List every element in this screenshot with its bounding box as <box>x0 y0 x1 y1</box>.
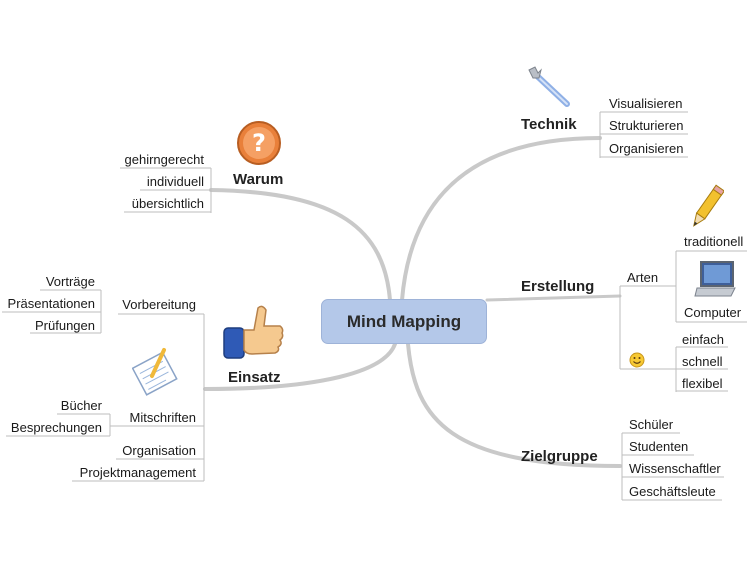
leaf-einfach[interactable]: einfach <box>682 332 724 347</box>
leaf-schnell[interactable]: schnell <box>682 354 723 369</box>
leaf-uebersichtlich[interactable]: übersichtlich <box>131 196 204 211</box>
branch-line-technik <box>400 136 602 302</box>
leaf-organisieren[interactable]: Organisieren <box>609 141 684 156</box>
leaf-computer[interactable]: Computer <box>684 305 742 320</box>
leaf-visualisieren[interactable]: Visualisieren <box>609 96 683 111</box>
question-icon: ? <box>236 120 282 171</box>
branch-line-einsatz <box>203 342 397 391</box>
leaf-projektmanagement[interactable]: Projektmanagement <box>79 465 196 480</box>
leaf-organisation[interactable]: Organisation <box>122 443 196 458</box>
leaf-individuell[interactable]: individuell <box>146 174 204 189</box>
leaf-vortraege[interactable]: Vorträge <box>45 274 95 289</box>
pencil-icon <box>690 182 725 237</box>
wrench-icon <box>525 66 573 117</box>
leaf-besprechungen[interactable]: Besprechungen <box>10 420 102 435</box>
notepad-icon <box>131 346 184 401</box>
topic-erstellung[interactable]: Erstellung <box>521 278 595 295</box>
topic-einsatz[interactable]: Einsatz <box>228 369 281 386</box>
leaf-traditionell[interactable]: traditionell <box>684 234 744 249</box>
leaf-geschaeftsleute[interactable]: Geschäftsleute <box>629 484 716 499</box>
topic-zielgruppe[interactable]: Zielgruppe <box>521 448 598 465</box>
leaf-gehirngerecht[interactable]: gehirngerecht <box>124 152 205 167</box>
branch-line-zielgruppe <box>406 342 622 468</box>
topic-technik[interactable]: Technik <box>521 116 577 133</box>
svg-text:?: ? <box>252 129 266 157</box>
leaf-buecher[interactable]: Bücher <box>60 398 102 413</box>
leaf-praesentationen[interactable]: Präsentationen <box>7 296 95 311</box>
laptop-icon <box>693 258 737 307</box>
leaf-pruefungen[interactable]: Prüfungen <box>35 318 95 333</box>
center-topic[interactable]: Mind Mapping <box>321 299 487 344</box>
branch-line-warum <box>209 188 392 302</box>
leaf-wissenschaftler[interactable]: Wissenschaftler <box>629 461 721 476</box>
thumbs-up-icon <box>222 302 286 369</box>
subtopic-arten[interactable]: Arten <box>627 270 659 285</box>
branch-line-erstellung <box>485 294 622 302</box>
leaf-studenten[interactable]: Studenten <box>629 439 689 454</box>
leaf-flexibel[interactable]: flexibel <box>682 376 723 391</box>
subtopic-mitschriften[interactable]: Mitschriften <box>129 410 196 425</box>
leaf-schueler[interactable]: Schüler <box>629 417 674 432</box>
subtopic-vorbereitung[interactable]: Vorbereitung <box>122 297 196 312</box>
topic-warum[interactable]: Warum <box>233 171 284 188</box>
smiley-icon <box>629 352 645 373</box>
leaf-strukturieren[interactable]: Strukturieren <box>609 118 684 133</box>
